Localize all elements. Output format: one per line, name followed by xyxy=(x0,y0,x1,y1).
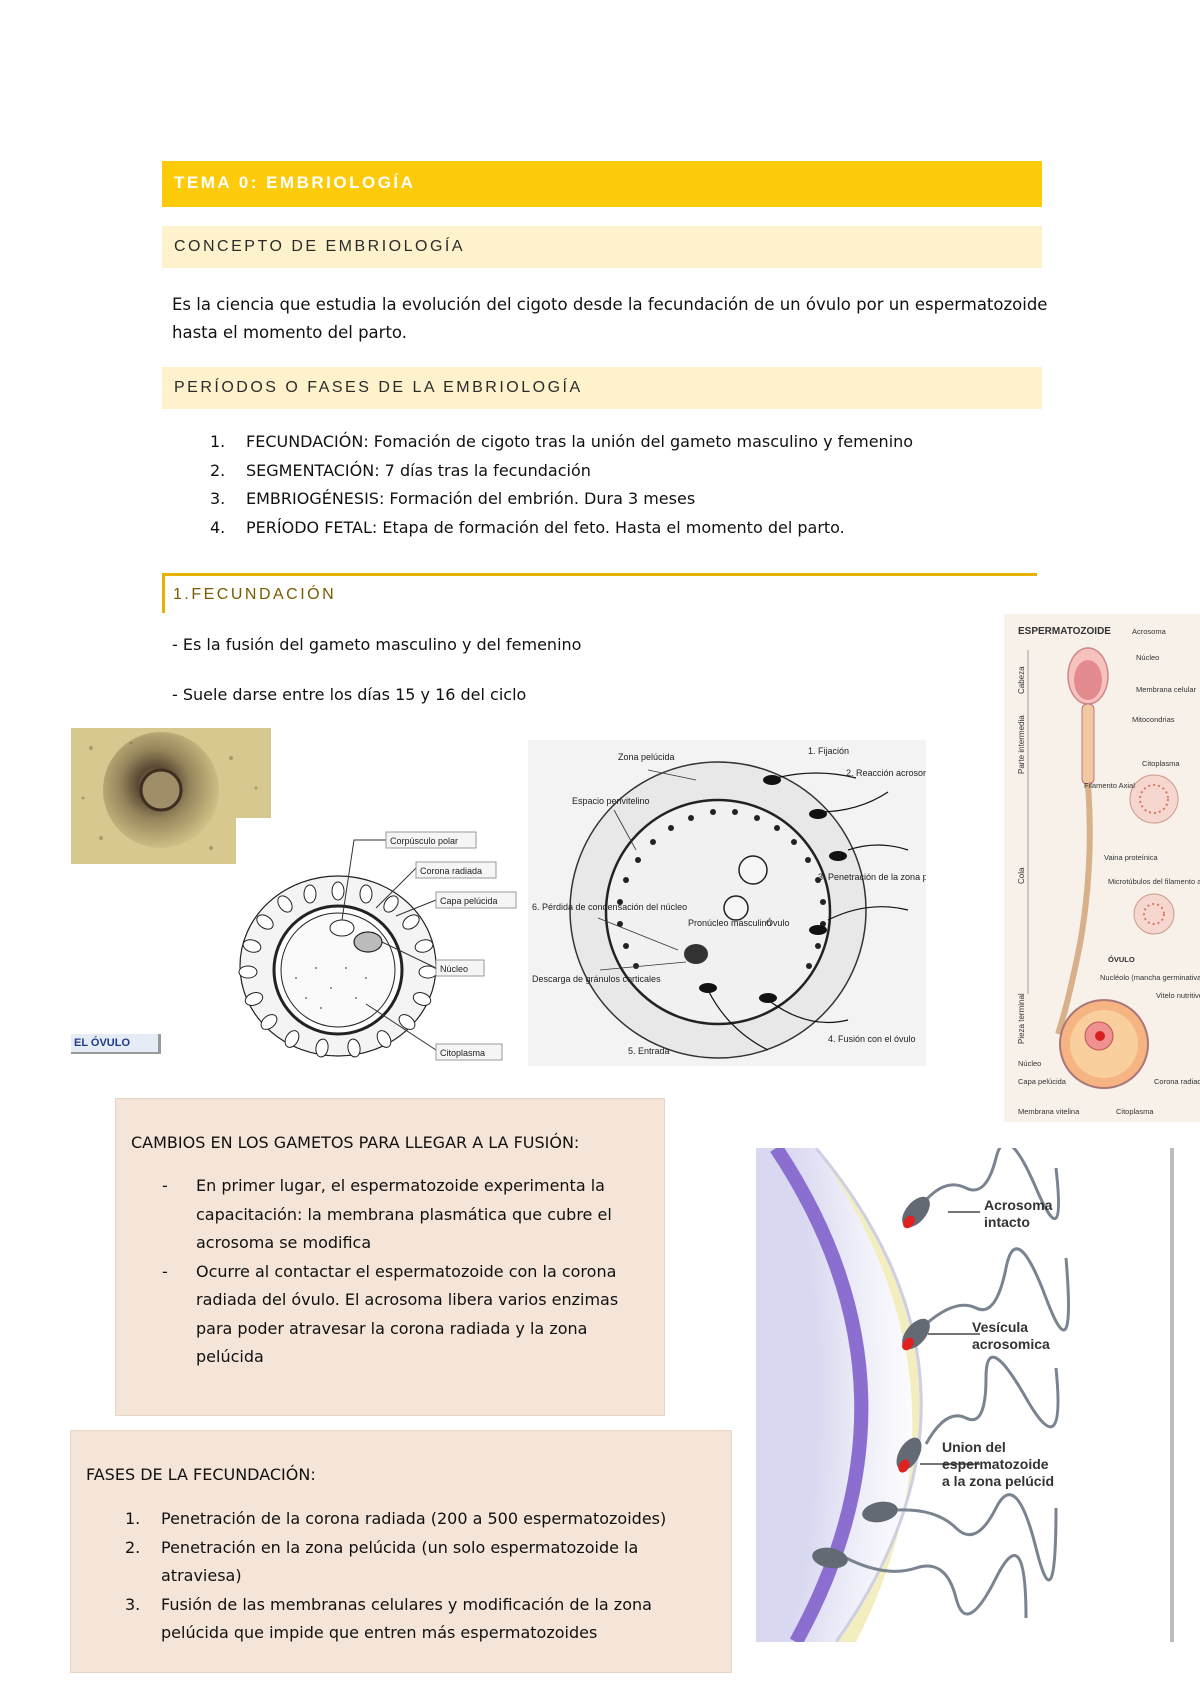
list-item: - En primer lugar, el espermatozoide exp… xyxy=(162,1176,612,1252)
periods-list: 1.FECUNDACIÓN: Fomación de cigoto tras l… xyxy=(210,428,913,542)
ovum-label: Capa pelúcida xyxy=(440,896,498,906)
ovum-label: Corpúsculo polar xyxy=(390,836,458,846)
list-item: - Ocurre al contactar el espermatozoide … xyxy=(162,1261,619,1367)
sperm-label: Nucléolo (mancha germinativa) xyxy=(1100,973,1200,982)
concept-heading: CONCEPTO DE EMBRIOLOGÍA xyxy=(174,238,466,255)
fert-label: Zona pelúcida xyxy=(618,752,675,762)
sperm-label: Citoplasma xyxy=(1116,1107,1154,1116)
fert-label: 4. Fusión con el óvulo xyxy=(828,1034,916,1044)
fert-label: 1. Fijación xyxy=(808,746,849,756)
sperm-label: Citoplasma xyxy=(1142,759,1180,768)
concept-heading-bar: CONCEPTO DE EMBRIOLOGÍA xyxy=(162,226,1042,268)
fecundacion-heading-bar: 1.FECUNDACIÓN xyxy=(162,573,1037,613)
page-title: TEMA 0: EMBRIOLOGÍA xyxy=(174,173,416,192)
sperm-label: Mitocondrias xyxy=(1132,715,1175,724)
sperm-label: Membrana vitelina xyxy=(1018,1107,1080,1116)
fecundacion-heading: 1.FECUNDACIÓN xyxy=(173,586,337,603)
sperm-side-label: Cabeza xyxy=(1017,666,1026,694)
sperm-side-label: Cola xyxy=(1017,867,1026,884)
sperm-label: Núcleo xyxy=(1136,653,1159,662)
sperm-label: Vitelo nutritivo xyxy=(1156,991,1200,1000)
sperm-label: Acrosoma xyxy=(1132,627,1167,636)
ovum-label: Corona radiada xyxy=(420,866,482,876)
fert-label: 6. Pérdida de condensación del núcleo xyxy=(532,902,687,912)
fases-list: 1. Penetración de la corona radiada (200… xyxy=(125,1505,666,1648)
ovulo-caption: EL ÓVULO xyxy=(74,1037,131,1049)
periods-heading-bar: PERÍODOS O FASES DE LA EMBRIOLOGÍA xyxy=(162,367,1042,409)
cambios-list: - En primer lugar, el espermatozoide exp… xyxy=(156,1172,618,1372)
list-item: 2.SEGMENTACIÓN: 7 días tras la fecundaci… xyxy=(210,460,591,480)
fert-label: 5. Entrada xyxy=(628,1046,670,1056)
fecundacion-bullet: - Suele darse entre los días 15 y 16 del… xyxy=(172,685,527,704)
fases-title: FASES DE LA FECUNDACIÓN: xyxy=(86,1465,316,1484)
periods-heading: PERÍODOS O FASES DE LA EMBRIOLOGÍA xyxy=(174,379,583,396)
list-item: 1.FECUNDACIÓN: Fomación de cigoto tras l… xyxy=(210,432,914,451)
spermatozoon-diagram: ESPERMATOZOIDE Cabeza Parte intermedia C… xyxy=(1004,614,1200,1122)
list-item: 2. Penetración en la zona pelúcida (un s… xyxy=(125,1537,639,1586)
list-item: 1. Penetración de la corona radiada (200… xyxy=(125,1509,667,1528)
sperm-label: Microtúbulos del filamento axial xyxy=(1108,877,1200,886)
ovum-label: Citoplasma xyxy=(440,1048,485,1058)
sperm-label: Corona radiada xyxy=(1154,1077,1200,1086)
fert-label: Espacio perivitelino xyxy=(572,796,650,806)
fases-box: FASES DE LA FECUNDACIÓN: 1. Penetración … xyxy=(70,1430,732,1673)
list-item: 4.PERÍODO FETAL: Etapa de formación del … xyxy=(210,517,845,537)
concept-text: Es la ciencia que estudia la evolución d… xyxy=(172,291,1047,347)
ovulo-caption-box: EL ÓVULO xyxy=(71,1034,161,1054)
fert-label: Pronúcleo masculino xyxy=(688,918,772,928)
ovum-diagram: Corpúsculo polar Corona radiada Capa pel… xyxy=(236,818,526,1066)
sperm-label: Núcleo xyxy=(1018,1059,1041,1068)
fecundacion-bullet: - Es la fusión del gameto masculino y de… xyxy=(172,635,582,654)
sperm-title: ESPERMATOZOIDE xyxy=(1018,626,1111,637)
concept-line: Es la ciencia que estudia la evolución d… xyxy=(172,295,1048,314)
sperm-label: Capa pelúcida xyxy=(1018,1077,1067,1086)
fert-label: 3. Penetración de la zona pelúcida xyxy=(818,872,926,882)
cambios-box: CAMBIOS EN LOS GAMETOS PARA LLEGAR A LA … xyxy=(115,1098,665,1416)
sperm-label: Filamento Axial xyxy=(1084,781,1135,790)
fert-label: Óvulo xyxy=(766,918,790,928)
list-item: 3.EMBRIOGÉNESIS: Formación del embrión. … xyxy=(210,489,696,508)
concept-line: hasta el momento del parto. xyxy=(172,323,407,342)
sperm-side-label: Pieza terminal xyxy=(1017,993,1026,1044)
ovum-label: Núcleo xyxy=(440,964,468,974)
ovum-micrograph xyxy=(71,728,271,864)
sperm-label: Vaina proteínica xyxy=(1104,853,1158,862)
list-item: 3. Fusión de las membranas celulares y m… xyxy=(125,1594,652,1643)
page-title-bar: TEMA 0: EMBRIOLOGÍA xyxy=(162,161,1042,207)
fert-label: Descarga de gránulos corticales xyxy=(532,974,661,984)
cambios-title: CAMBIOS EN LOS GAMETOS PARA LLEGAR A LA … xyxy=(131,1133,580,1152)
sperm-side-label: Parte intermedia xyxy=(1017,715,1026,774)
fertilization-diagram: Zona pelúcida 1. Fijación 2. Reacción ac… xyxy=(528,740,926,1066)
sperm-label: Membrana celular xyxy=(1136,685,1197,694)
sperm-label: ÓVULO xyxy=(1108,955,1135,964)
